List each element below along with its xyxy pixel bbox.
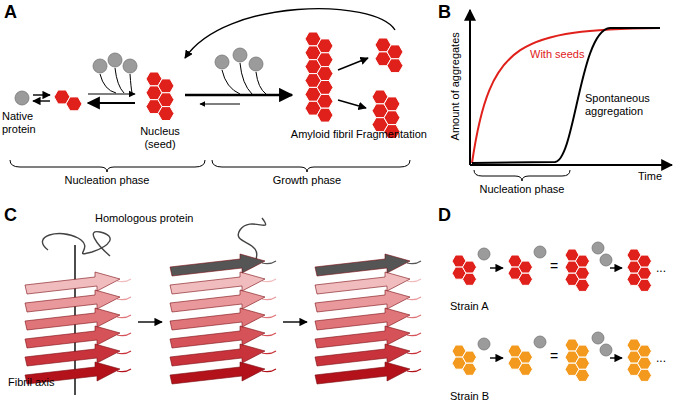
aggregate-subunit bbox=[463, 363, 477, 375]
beta-strand bbox=[315, 308, 410, 330]
phase-label: Growth phase bbox=[247, 174, 367, 187]
aggregate-subunit bbox=[384, 111, 400, 125]
beta-strand bbox=[25, 308, 120, 330]
beta-strand bbox=[170, 362, 265, 384]
aggregate-subunit bbox=[384, 97, 400, 111]
aggregate-subunit bbox=[576, 345, 590, 357]
aggregate-subunit bbox=[519, 363, 533, 375]
aggregate-subunit bbox=[519, 351, 533, 363]
beta-strand bbox=[25, 344, 120, 366]
x-axis bbox=[470, 164, 672, 166]
aggregate-subunit bbox=[638, 345, 652, 357]
beta-strand bbox=[25, 326, 120, 348]
beta-strand bbox=[170, 326, 265, 348]
beta-strand bbox=[315, 344, 410, 366]
aggregate-subunit bbox=[387, 45, 403, 59]
panel-letter: D bbox=[438, 205, 451, 226]
beta-strand bbox=[25, 272, 120, 294]
axis-label: Time bbox=[638, 170, 662, 183]
equals-sign: = bbox=[548, 258, 560, 274]
aggregate-subunit bbox=[519, 261, 533, 273]
beta-strand bbox=[315, 362, 410, 384]
aggregate-subunit bbox=[317, 39, 333, 53]
beta-strand bbox=[315, 254, 410, 276]
beta-strand bbox=[170, 344, 265, 366]
beta-strand bbox=[25, 290, 120, 312]
aggregate-subunit bbox=[576, 267, 590, 279]
continuation-dots: ... bbox=[656, 262, 666, 276]
beta-strand bbox=[315, 290, 410, 312]
aggregate-subunit bbox=[519, 273, 533, 285]
aggregate-subunit bbox=[66, 97, 82, 111]
phase-brace bbox=[10, 160, 205, 172]
phase-label: Nucleation phase bbox=[47, 174, 167, 187]
axis-label: Amount of aggregates bbox=[449, 16, 462, 156]
beta-strand bbox=[170, 254, 265, 276]
aggregate-subunit bbox=[576, 369, 590, 381]
beta-strand bbox=[170, 272, 265, 294]
curve-label: With seeds bbox=[530, 48, 584, 61]
aggregate-subunit bbox=[317, 67, 333, 81]
curve-label: Spontaneous aggregation bbox=[585, 92, 675, 117]
aggregate-subunit bbox=[387, 59, 403, 73]
axis-label: Nucleus (seed) bbox=[128, 125, 192, 150]
aggregate-subunit bbox=[576, 255, 590, 267]
beta-strand bbox=[170, 308, 265, 330]
strain-label: Strain B bbox=[450, 390, 489, 403]
axis-label: Amyloid fibril bbox=[290, 128, 354, 141]
aggregate-subunit bbox=[463, 351, 477, 363]
aggregate-subunit bbox=[638, 255, 652, 267]
aggregate-subunit bbox=[158, 107, 174, 121]
axis-label: Native protein bbox=[2, 110, 50, 135]
native-protein bbox=[15, 91, 29, 105]
aggregate-subunit bbox=[317, 94, 333, 108]
aggregate-subunit bbox=[463, 261, 477, 273]
aggregate-subunit bbox=[158, 93, 174, 107]
strain-label: Strain A bbox=[450, 300, 489, 313]
aggregate-subunit bbox=[638, 279, 652, 291]
axis-label: Fragmentation bbox=[356, 128, 427, 141]
beta-strand bbox=[315, 326, 410, 348]
aggregate-subunit bbox=[317, 81, 333, 95]
aggregate-subunit bbox=[317, 108, 333, 122]
aggregate-subunit bbox=[463, 273, 477, 285]
homologous-protein-coil bbox=[42, 232, 110, 256]
panel-letter: A bbox=[4, 2, 17, 23]
phase-label: Nucleation phase bbox=[462, 183, 582, 196]
equals-sign: = bbox=[548, 348, 560, 364]
continuation-dots: ... bbox=[656, 352, 666, 366]
phase-brace bbox=[474, 170, 570, 181]
aggregate-subunit bbox=[317, 53, 333, 67]
aggregate-subunit bbox=[638, 369, 652, 381]
aggregate-subunit bbox=[638, 357, 652, 369]
aggregate-subunit bbox=[576, 279, 590, 291]
phase-brace bbox=[212, 160, 410, 172]
panel-letter: C bbox=[4, 205, 17, 226]
axis-label: Fibril axis bbox=[8, 376, 54, 389]
aggregate-subunit bbox=[638, 267, 652, 279]
beta-strand bbox=[315, 272, 410, 294]
part-label: Homologous protein bbox=[95, 212, 193, 225]
y-axis bbox=[469, 10, 471, 165]
beta-strand bbox=[170, 290, 265, 312]
aggregate-subunit bbox=[576, 357, 590, 369]
aggregate-subunit bbox=[158, 79, 174, 93]
panel-letter: B bbox=[438, 2, 451, 23]
